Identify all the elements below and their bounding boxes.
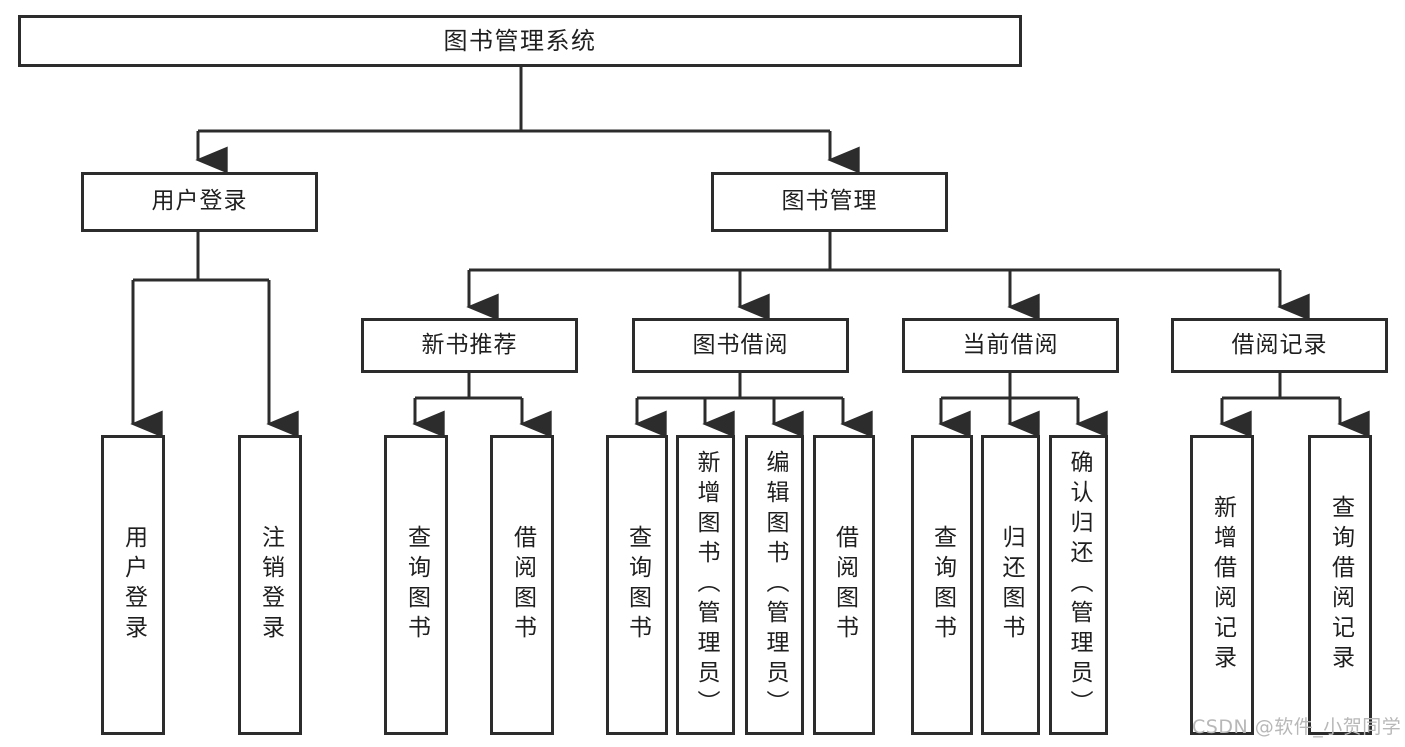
leaf-borrow-book[interactable]: 借阅图书 bbox=[813, 435, 875, 735]
leaf-query-book-recommend[interactable]: 查询图书 bbox=[384, 435, 448, 735]
node-label: 图书管理系统 bbox=[443, 26, 597, 55]
leaf-add-book-admin[interactable]: 新增图书（管理员） bbox=[676, 435, 735, 735]
node-label: 新增图书（管理员） bbox=[693, 450, 719, 720]
leaf-return-book[interactable]: 归还图书 bbox=[981, 435, 1040, 735]
leaf-query-book-current[interactable]: 查询图书 bbox=[911, 435, 973, 735]
node-label: 借阅图书 bbox=[509, 525, 536, 645]
watermark-text: CSDN @软件_小贺同学 bbox=[1192, 716, 1402, 738]
node-user-login[interactable]: 用户登录 bbox=[81, 172, 318, 232]
node-label: 图书借阅 bbox=[692, 331, 789, 358]
node-label: 查询借阅记录 bbox=[1327, 495, 1354, 675]
leaf-query-book-borrow[interactable]: 查询图书 bbox=[606, 435, 668, 735]
node-label: 查询图书 bbox=[624, 525, 651, 645]
node-label: 查询图书 bbox=[403, 525, 430, 645]
leaf-confirm-return-admin[interactable]: 确认归还（管理员） bbox=[1049, 435, 1108, 735]
node-label: 确认归还（管理员） bbox=[1066, 450, 1092, 720]
node-label: 归还图书 bbox=[998, 525, 1024, 645]
node-label: 用户登录 bbox=[120, 525, 147, 645]
node-book-management[interactable]: 图书管理 bbox=[711, 172, 948, 232]
leaf-borrow-book-recommend[interactable]: 借阅图书 bbox=[490, 435, 554, 735]
node-new-book-recommend[interactable]: 新书推荐 bbox=[361, 318, 578, 373]
leaf-edit-book-admin[interactable]: 编辑图书（管理员） bbox=[745, 435, 804, 735]
node-book-borrow[interactable]: 图书借阅 bbox=[632, 318, 849, 373]
node-label: 当前借阅 bbox=[962, 331, 1059, 358]
node-label: 用户登录 bbox=[151, 188, 248, 215]
node-current-borrow[interactable]: 当前借阅 bbox=[902, 318, 1119, 373]
node-label: 新增借阅记录 bbox=[1209, 495, 1236, 675]
node-label: 图书管理 bbox=[781, 188, 878, 215]
node-label: 注销登录 bbox=[257, 525, 284, 645]
leaf-user-login[interactable]: 用户登录 bbox=[101, 435, 165, 735]
node-label: 借阅图书 bbox=[831, 525, 858, 645]
node-root-system[interactable]: 图书管理系统 bbox=[18, 15, 1022, 67]
leaf-logout-login[interactable]: 注销登录 bbox=[238, 435, 302, 735]
node-borrow-record[interactable]: 借阅记录 bbox=[1171, 318, 1388, 373]
leaf-add-borrow-record[interactable]: 新增借阅记录 bbox=[1190, 435, 1254, 735]
node-label: 新书推荐 bbox=[421, 331, 518, 358]
node-label: 编辑图书（管理员） bbox=[762, 450, 788, 720]
node-label: 借阅记录 bbox=[1231, 331, 1328, 358]
leaf-query-borrow-record[interactable]: 查询借阅记录 bbox=[1308, 435, 1372, 735]
node-label: 查询图书 bbox=[929, 525, 956, 645]
